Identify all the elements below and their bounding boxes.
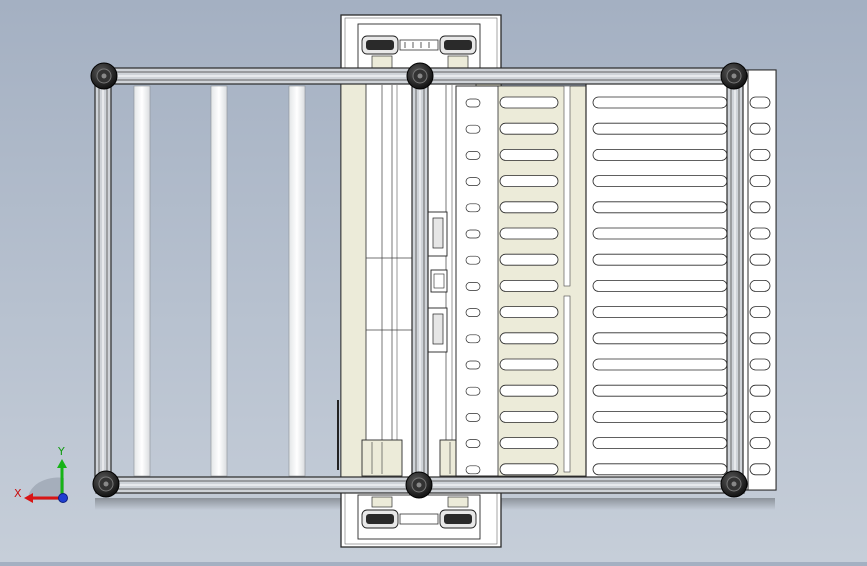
slot-right [592, 332, 728, 345]
slot-right [592, 410, 728, 423]
knob-top-middle-icon [406, 62, 434, 90]
slot-edge [749, 306, 771, 319]
axis-y-label: Y [57, 445, 65, 458]
notch-left [465, 98, 481, 108]
knob-top-right-icon [720, 62, 748, 90]
knob-bottom-left-icon [92, 470, 120, 498]
slot-right [592, 463, 728, 476]
slot-right [592, 148, 728, 161]
slot-left [499, 227, 559, 240]
axis-z-dot-icon [58, 493, 68, 503]
roller-2 [210, 85, 228, 477]
notch-left [465, 203, 481, 213]
slot-right [592, 437, 728, 450]
slot-edge [749, 463, 771, 476]
slot-right [592, 358, 728, 371]
slot-left [499, 122, 559, 135]
notch-left [465, 360, 481, 370]
slot-left [499, 148, 559, 161]
slot-edge [749, 96, 771, 109]
slot-left [499, 463, 559, 476]
slot-right [592, 253, 728, 266]
slot-right [592, 122, 728, 135]
slot-left [499, 410, 559, 423]
notch-left [465, 386, 481, 396]
slot-left [499, 437, 559, 450]
center-mount-brackets [426, 211, 448, 353]
notch-left [465, 308, 481, 317]
roller-bay [133, 85, 306, 477]
slot-edge [749, 148, 771, 161]
roller-3 [288, 85, 306, 477]
slot-left [499, 358, 559, 371]
slotted-plate-right [585, 69, 777, 491]
slot-edge [749, 253, 771, 266]
slot-left [499, 384, 559, 397]
slot-edge [749, 279, 771, 292]
slot-left [499, 332, 559, 345]
slot-left [499, 201, 559, 214]
knob-bottom-right-icon [720, 470, 748, 498]
slotted-plate-left [455, 85, 587, 477]
coordinate-triad[interactable]: X Y [14, 445, 68, 503]
notch-left [465, 334, 481, 344]
carriage-side-plate-left [340, 77, 367, 491]
slot-right [592, 201, 728, 214]
knob-top-left-icon [90, 62, 118, 90]
notch-left [465, 255, 481, 265]
slot-right [592, 227, 728, 240]
slot-edge [749, 175, 771, 188]
notch-left [465, 439, 481, 448]
top-bearing-assembly [357, 23, 481, 69]
frame-knobs [90, 62, 748, 499]
slot-right [592, 175, 728, 188]
slot-edge [749, 332, 771, 345]
notch-left [465, 465, 481, 475]
knob-bottom-middle-icon [405, 471, 433, 499]
notch-left [465, 151, 481, 160]
notch-left [465, 229, 481, 239]
slot-edge [749, 122, 771, 135]
slot-edge [749, 384, 771, 397]
slot-left [499, 279, 559, 292]
slot-left [499, 306, 559, 319]
notch-left [465, 413, 481, 422]
notch-left [465, 124, 481, 134]
notch-left [465, 177, 481, 186]
bottom-bearing-assembly [357, 494, 481, 540]
slot-edge [749, 410, 771, 423]
axis-x-label: X [14, 487, 22, 500]
slot-edge [749, 437, 771, 450]
slot-right [592, 384, 728, 397]
slot-right [592, 96, 728, 109]
roller-1 [133, 85, 151, 477]
notch-left [465, 282, 481, 291]
triad-plane [27, 477, 64, 500]
slot-right [592, 279, 728, 292]
slot-right [592, 306, 728, 319]
slot-edge [749, 201, 771, 214]
slot-left [499, 253, 559, 266]
slot-left [499, 96, 559, 109]
slot-edge [749, 358, 771, 371]
slot-left [499, 175, 559, 188]
slot-edge [749, 227, 771, 240]
